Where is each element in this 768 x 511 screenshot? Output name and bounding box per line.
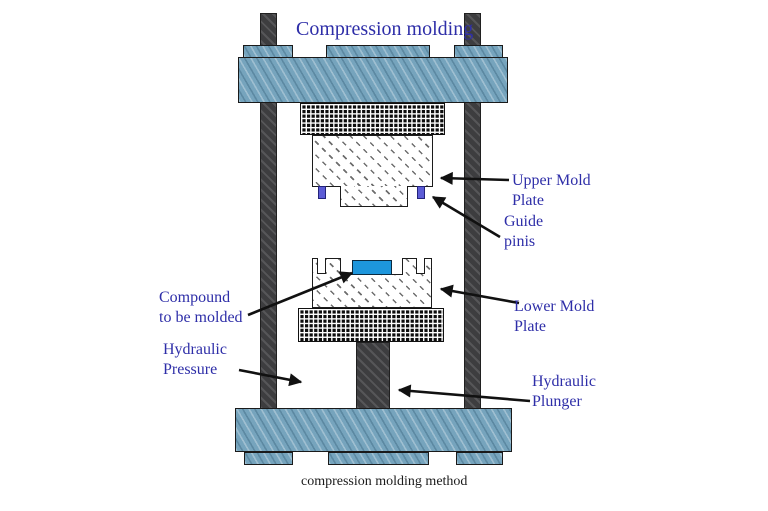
label-hydraulic-pressure: Hydraulic Pressure [163,341,227,378]
guide-pin-left [318,186,326,199]
upper-mold-plate-body [312,135,433,187]
bottom-plate-tab-center [328,452,429,465]
label-hydraulic-plunger: Hydraulic Plunger [532,373,596,410]
diagram-title: Compression molding [296,18,474,40]
label-guide-pins: Guide pinis [504,213,544,250]
label-lower-mold-plate: Lower Mold Plate [514,298,595,335]
guide-pin-hole-right [416,258,425,274]
label-compound: Compound to be molded [159,289,243,326]
guide-pin-hole-left [317,258,326,274]
guide-pin-right [417,186,425,199]
top-press-plate [238,57,508,103]
diagram-caption: compression molding method [301,474,468,489]
lower-heated-platen [298,308,444,342]
upper-mold-core [340,185,408,207]
bottom-plate-tab-right [456,452,503,465]
label-upper-mold-plate: Upper Mold Plate [512,172,591,209]
upper-heated-platen [300,103,445,135]
hydraulic-plunger-shaft [356,342,390,409]
bottom-plate-tab-left [244,452,293,465]
bottom-press-plate [235,408,512,452]
compound-block [352,260,392,275]
